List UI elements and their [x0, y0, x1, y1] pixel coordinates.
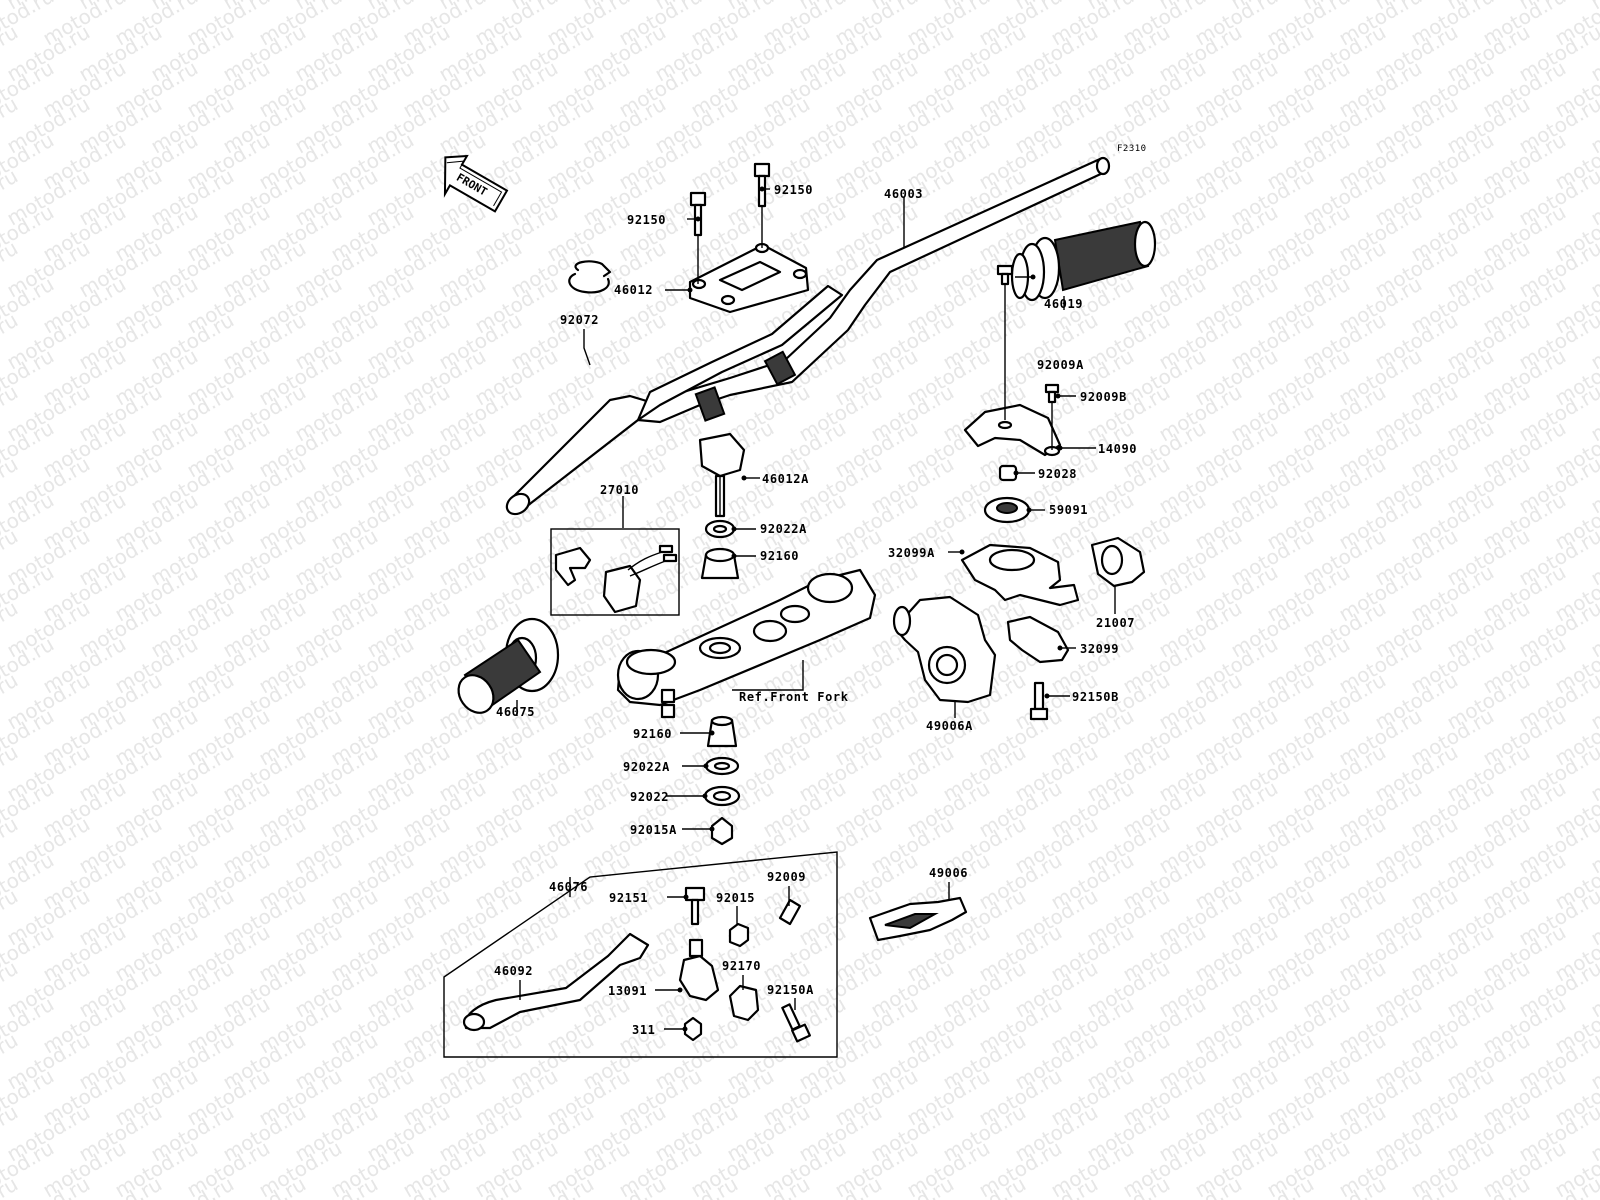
label-46003: 46003 — [884, 187, 923, 201]
seal-59091 — [983, 496, 1031, 524]
diagram-code: F2310 — [1117, 144, 1147, 154]
label-92022A-bot: 92022A — [623, 760, 670, 774]
nut-92015 — [728, 922, 750, 948]
label-32099A: 32099A — [888, 546, 935, 560]
label-92160-bot: 92160 — [633, 727, 672, 741]
label-21007: 21007 — [1096, 616, 1135, 630]
label-92015A: 92015A — [630, 823, 677, 837]
label-46019: 46019 — [1044, 297, 1083, 311]
label-92009A: 92009A — [1037, 358, 1084, 372]
label-92150A: 92150A — [767, 983, 814, 997]
label-311: 311 — [632, 1023, 655, 1037]
label-46075: 46075 — [496, 705, 535, 719]
label-92022A-top: 92022A — [760, 522, 807, 536]
label-46012A: 46012A — [762, 472, 809, 486]
label-92015: 92015 — [716, 891, 755, 905]
label-92150-a: 92150 — [627, 213, 666, 227]
label-49006: 49006 — [929, 866, 968, 880]
label-92150-b: 92150 — [774, 183, 813, 197]
label-92022: 92022 — [630, 790, 669, 804]
label-46076: 46076 — [549, 880, 588, 894]
washer-92022 — [703, 785, 741, 807]
label-92072: 92072 — [560, 313, 599, 327]
label-92160-top: 92160 — [760, 549, 799, 563]
damper-92160-top — [700, 547, 740, 580]
label-59091: 59091 — [1049, 503, 1088, 517]
label-92009B: 92009B — [1080, 390, 1127, 404]
label-49006A: 49006A — [926, 719, 973, 733]
label-ref-front-fork: Ref.Front Fork — [739, 690, 849, 704]
label-27010: 27010 — [600, 483, 639, 497]
label-92151: 92151 — [609, 891, 648, 905]
clamp-92170 — [728, 984, 760, 1022]
label-92028: 92028 — [1038, 467, 1077, 481]
label-92009: 92009 — [767, 870, 806, 884]
label-13091: 13091 — [608, 984, 647, 998]
label-14090: 14090 — [1098, 442, 1137, 456]
label-46012: 46012 — [614, 283, 653, 297]
band-92072 — [568, 260, 612, 294]
label-92150B: 92150B — [1072, 690, 1119, 704]
label-46092: 46092 — [494, 964, 533, 978]
washer-92022A-top — [704, 519, 736, 539]
label-32099: 32099 — [1080, 642, 1119, 656]
washer-92022A-bot — [704, 756, 740, 776]
label-92170: 92170 — [722, 959, 761, 973]
